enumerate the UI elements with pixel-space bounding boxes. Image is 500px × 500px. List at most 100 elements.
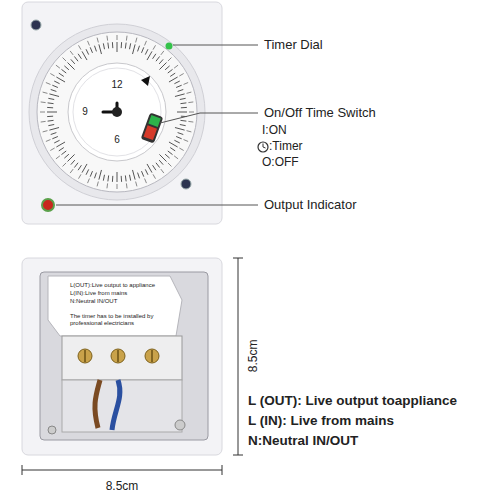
dial-tick [48,124,54,125]
dial-tick [47,116,53,117]
dial-number: 12 [111,79,122,91]
dial-bezel [29,24,205,200]
dial-tick [141,47,143,53]
switch [141,112,164,143]
dial-tick [136,38,137,43]
dial-tick [61,69,66,73]
dial-tick [145,169,148,174]
dial-tick [117,172,118,182]
dial-tick [90,171,92,177]
switch-state: O:OFF [262,156,299,170]
dial-tick [188,101,193,103]
dial-tick [56,65,60,68]
dial-tick [117,184,118,189]
dial-tick [41,101,46,103]
back-housing [40,272,208,440]
dial-tick [170,148,175,151]
callout-label: On/Off Time Switch [264,106,376,121]
dial-face [37,32,197,192]
dial-tick [54,140,59,143]
dial-tick [97,38,98,43]
dial-tick [43,92,48,93]
back-plate [22,258,222,455]
dial-tick [159,63,166,70]
dial-tick [117,35,118,40]
dial-tick [168,69,173,73]
terminal-legend: N:Neutral IN/OUT [248,433,358,449]
dial-tick [180,98,186,99]
dial-tick [97,182,98,187]
screw [48,426,56,434]
dial-tick [56,77,65,82]
callout-label: Output Indicator [264,198,357,213]
dial-tick [56,142,65,147]
dial-tick [52,136,58,138]
dial-tick [106,36,108,41]
dial-tick [176,85,182,87]
dial-number: 6 [114,134,120,146]
dial-tick [175,128,185,131]
dial-tick [153,165,156,170]
dial-tick [165,154,170,158]
dial-tick [187,131,192,132]
dial-tick [133,44,136,54]
timer-clock-icon [258,142,268,152]
terminal-note: L(IN):Live from mains [70,290,127,297]
dial-tick [179,148,183,151]
dial-tick [49,94,59,97]
dial-tick [153,45,156,49]
dial-tick [48,102,54,104]
dial-tick [156,56,160,61]
screw [31,20,41,30]
dial-tick [136,182,137,187]
dial-tick [125,175,127,181]
dial-tick [48,120,54,122]
dial-tick [107,175,109,181]
terminal-note: L(OUT):Live output to appliance [70,282,155,289]
dial-tick [51,133,57,135]
dial-center [68,63,166,161]
dial-tick [145,41,147,46]
dial-tick [141,171,143,177]
dial-tick [159,160,163,165]
switch-state: :Timer [269,140,303,154]
terminal-note: N:Neutral IN/OUT [70,298,117,305]
dial-tick [179,74,183,77]
dial-tick [64,66,69,70]
dial-tick [74,56,78,61]
dial-tick [43,131,48,132]
dial-tick [138,46,140,52]
dial-inner-ring [73,68,161,156]
dial-tick [133,170,136,180]
dial-tick [129,175,130,181]
dial-tick [170,73,175,76]
dial-tick [165,66,170,70]
dial-tick [51,89,57,91]
dial-tick [64,154,69,158]
dial-tick [78,165,81,170]
terminal-legend: L (IN): Live from mains [248,413,394,429]
label-panel [48,276,182,336]
dial-tick [175,94,185,97]
dial-tick [49,128,59,131]
dial-tick [174,140,179,143]
dial-tick [112,176,113,182]
dial-tick [40,112,45,113]
dial-tick [61,151,66,155]
callout-label: Timer Dial [264,38,323,53]
dial-tick [189,112,194,113]
dial-tick [99,44,102,54]
dial-tick [79,174,82,178]
dial-tick [147,51,152,60]
dial-tick [48,98,54,99]
dial-hub [112,107,122,117]
dial-tick [103,43,104,49]
dial-tick [169,77,178,82]
dial-tick [180,102,186,104]
dial-tick [82,164,87,173]
dial-tick [112,42,113,48]
dial-tick [161,51,164,55]
dial-tick [184,140,189,142]
dial-tick [174,156,178,159]
